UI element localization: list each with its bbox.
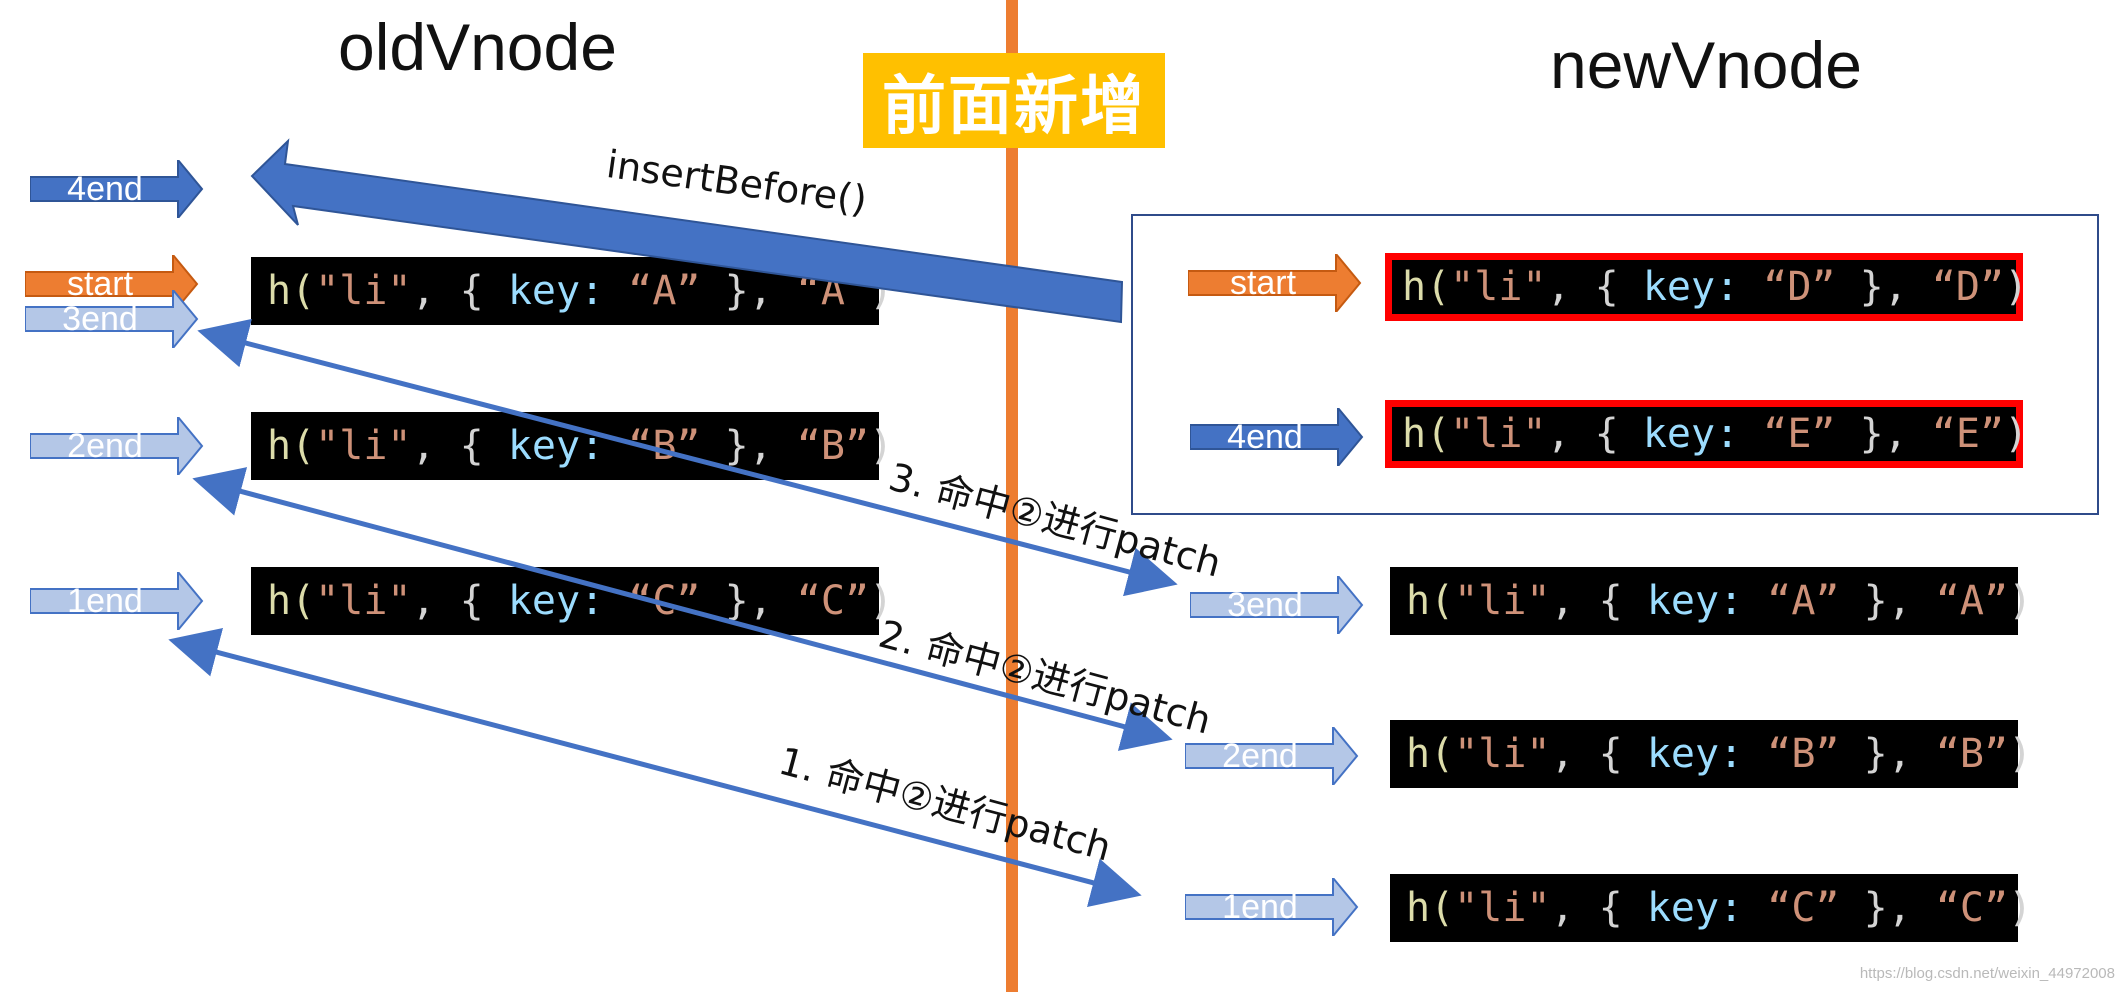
old-pointer-3end-label: 3end	[62, 299, 138, 338]
new-pointer-2end-label: 2end	[1222, 736, 1298, 775]
old-pointer-2end-label: 2end	[67, 426, 143, 465]
old-pointer-start: start	[25, 255, 203, 313]
new-pointer-start-shape	[1188, 254, 1362, 312]
new-pointer-2end: 2end	[1185, 727, 1363, 785]
new-vnode-title: newVnode	[1550, 28, 1862, 102]
new-pointer-3end-shape	[1190, 576, 1364, 634]
new-pointer-start: start	[1188, 254, 1366, 312]
old-node-c: h("li", { key: “C” }, “C”)	[251, 567, 893, 635]
new-pointer-1end-shape	[1185, 878, 1359, 936]
old-node-b: h("li", { key: “B” }, “B”)	[251, 412, 893, 480]
new-pointer-4end-label: 4end	[1227, 417, 1303, 456]
insert-before-label: insertBefore()	[603, 142, 870, 223]
new-pointer-start-label: start	[1229, 263, 1297, 302]
new-node-a: h("li", { key: “A” }, “A”)	[1390, 567, 2032, 635]
new-pointer-4end: 4end	[1190, 408, 1368, 466]
new-node-d: h("li", { key: “D” }, “D”)	[1385, 253, 2028, 321]
old-pointer-4end: 4end	[30, 160, 208, 218]
old-pointer-2end-shape	[30, 417, 204, 475]
old-pointer-4end-shape	[30, 160, 204, 218]
patch-label-1: 1. 命中②进行patch	[774, 738, 1116, 870]
old-pointer-2end: 2end	[30, 417, 208, 475]
old-pointer-1end-label: 1end	[67, 581, 143, 620]
patch-label-2: 2. 命中②进行patch	[874, 611, 1216, 743]
new-pointer-1end-label: 1end	[1222, 887, 1298, 926]
new-pointer-3end-label: 3end	[1227, 585, 1303, 624]
old-pointer-3end: 3end	[25, 290, 203, 348]
old-pointer-4end-label: 4end	[67, 169, 143, 208]
prepend-badge: 前面新增	[863, 53, 1165, 148]
old-pointer-start-label: start	[66, 264, 134, 303]
old-pointer-1end-shape	[30, 572, 204, 630]
old-pointer-1end: 1end	[30, 572, 208, 630]
old-vnode-title: oldVnode	[338, 10, 617, 84]
new-node-c: h("li", { key: “C” }, “C”)	[1390, 874, 2032, 942]
new-node-e: h("li", { key: “E” }, “E”)	[1385, 400, 2028, 468]
new-pointer-3end: 3end	[1190, 576, 1368, 634]
watermark: https://blog.csdn.net/weixin_44972008	[1859, 965, 2115, 982]
new-pointer-1end: 1end	[1185, 878, 1363, 936]
old-pointer-start-shape	[25, 255, 199, 313]
new-pointer-4end-shape	[1190, 408, 1364, 466]
new-node-b: h("li", { key: “B” }, “B”)	[1390, 720, 2032, 788]
old-pointer-3end-shape	[25, 290, 199, 348]
new-pointer-2end-shape	[1185, 727, 1359, 785]
old-node-a: h("li", { key: “A” }, “A”)	[251, 257, 893, 325]
